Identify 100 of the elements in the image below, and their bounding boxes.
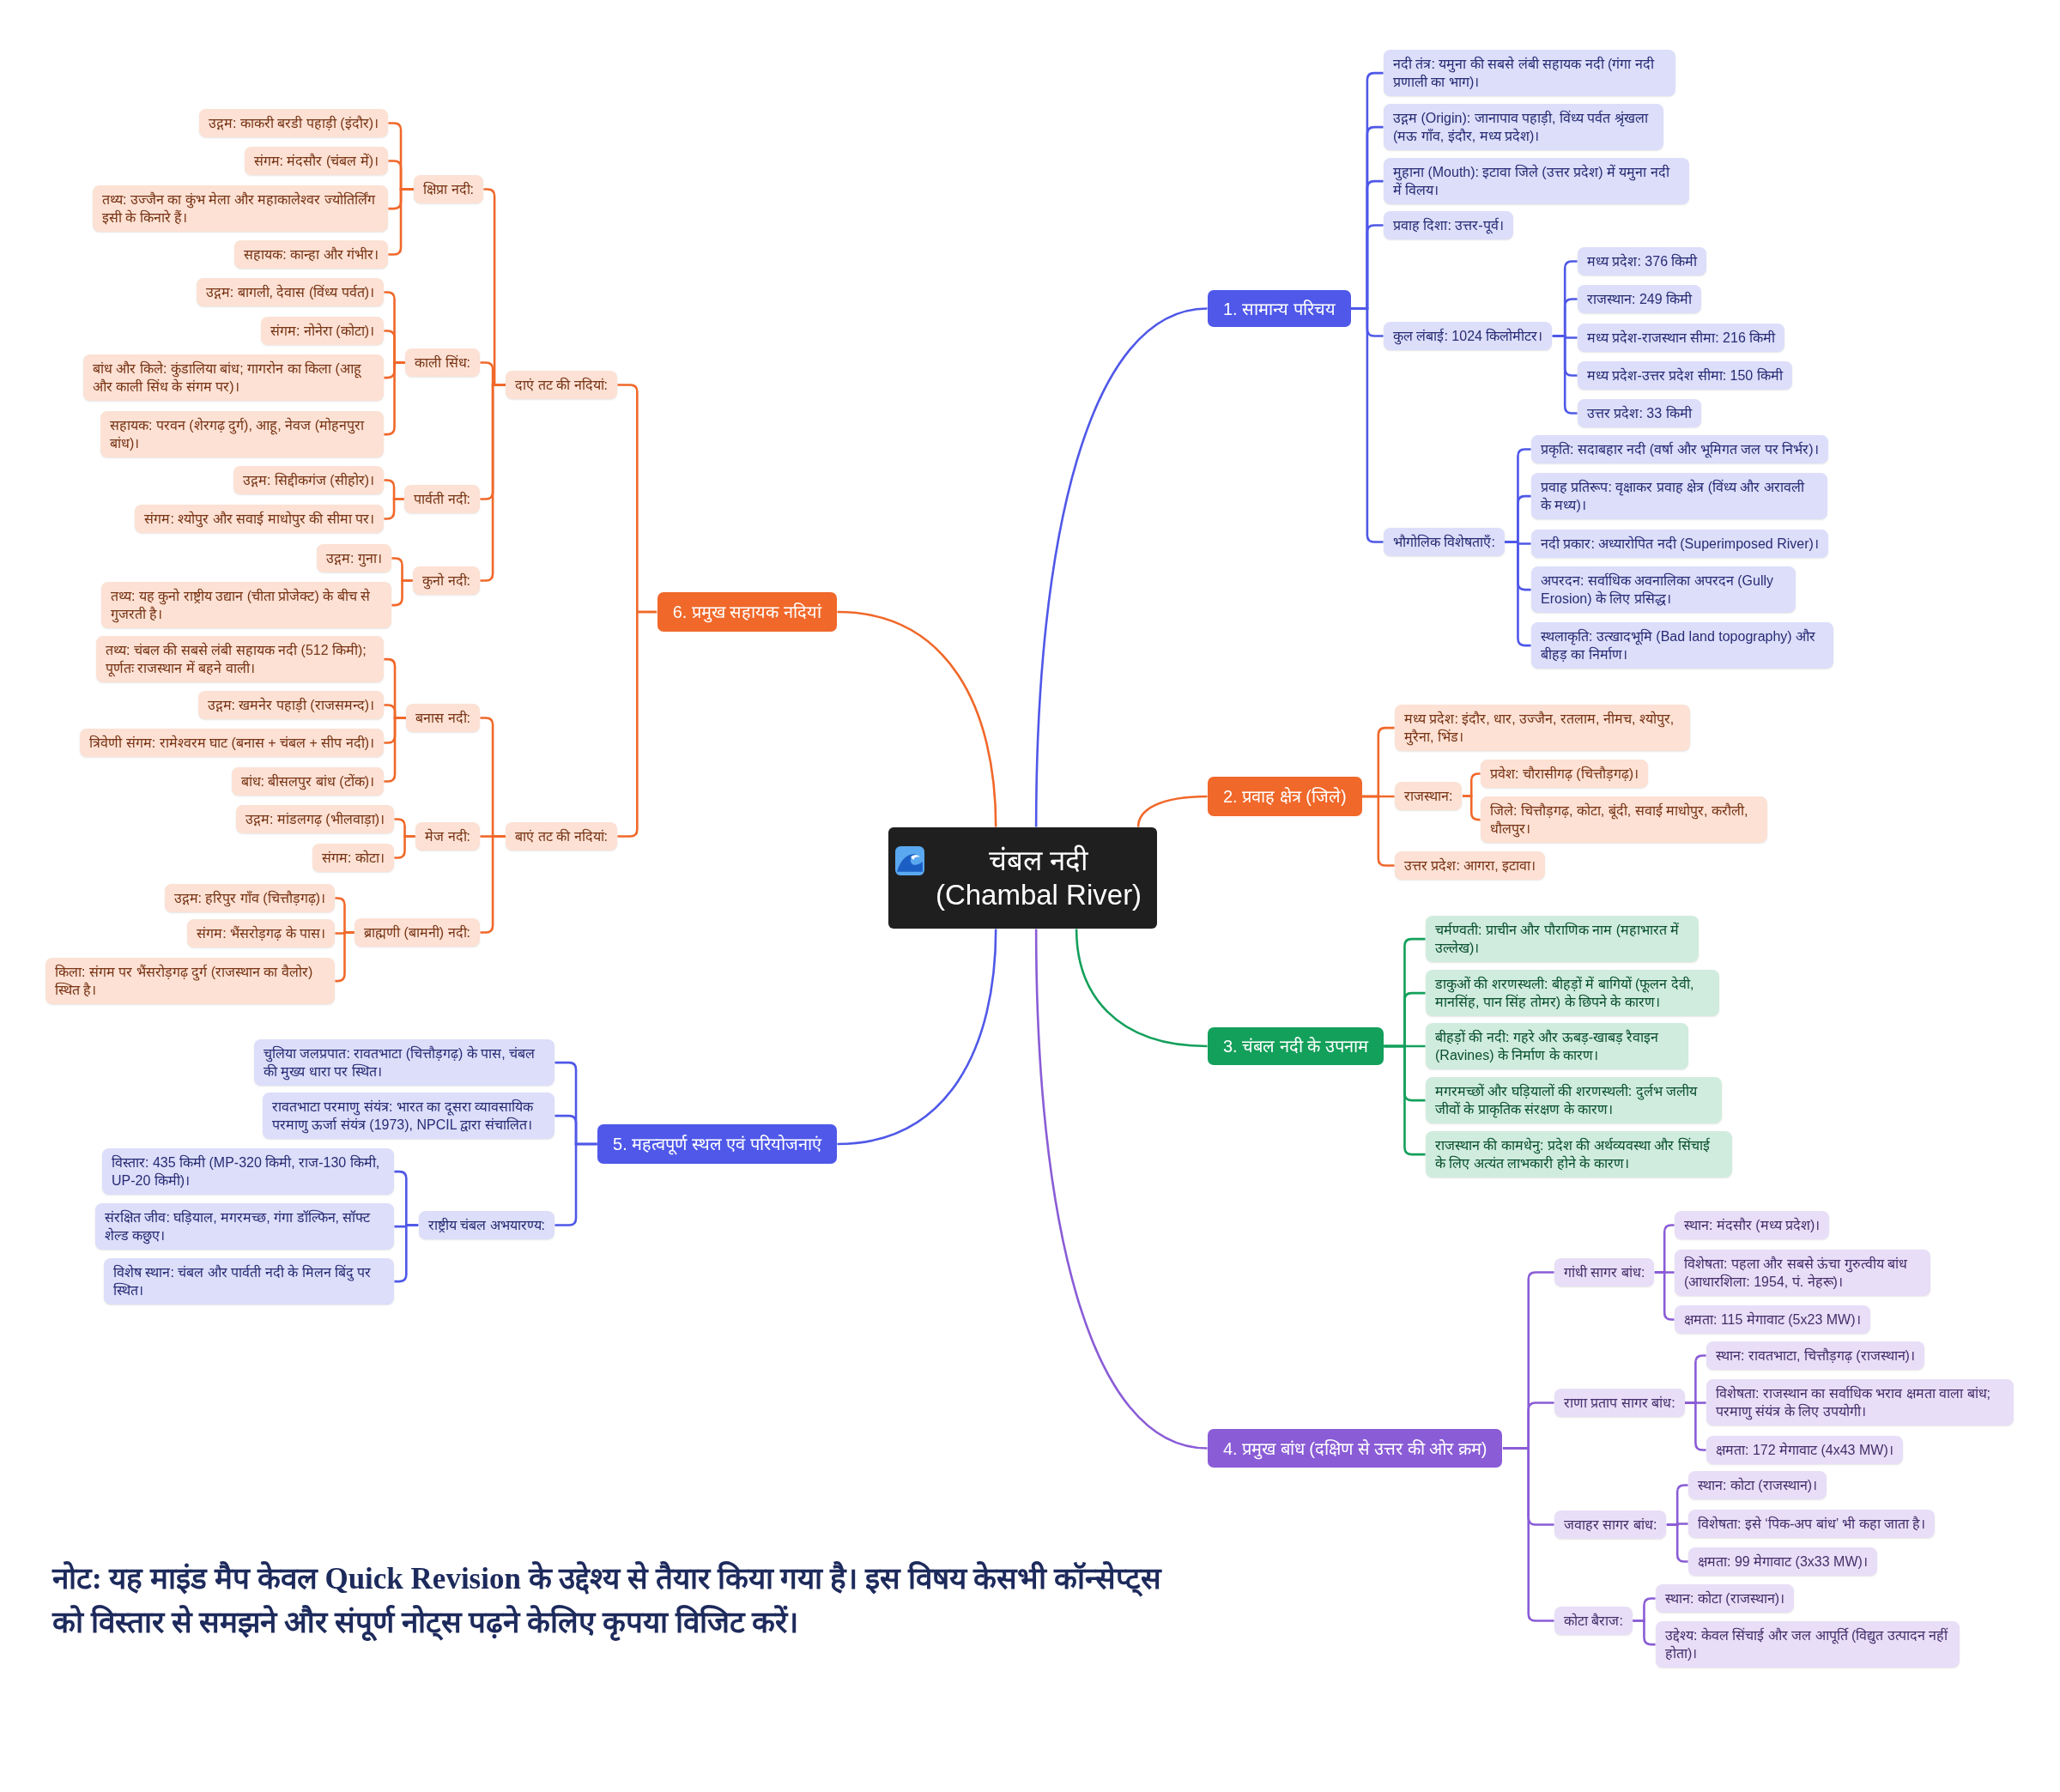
- topic-box: त्रिवेणी संगम: रामेश्वरम घाट (बनास + चंबल + सीप नदी)।: [80, 729, 384, 758]
- topic-box: राजस्थान:: [1395, 782, 1463, 811]
- topic-box: स्थान: मंदसौर (मध्य प्रदेश)।: [1675, 1211, 1830, 1240]
- topic-box: मुहाना (Mouth): इटावा जिले (उत्तर प्रदेश) में यमुना नदी में विलय।: [1384, 158, 1689, 205]
- topic-box: डाकुओं की शरणस्थली: बीहड़ों में बागियों (फूलन देवी, मानसिंह, पान सिंह तोमर) के छिपने के कारण।: [1426, 970, 1719, 1017]
- topic-box: सहायक: कान्हा और गंभीर।: [234, 240, 388, 269]
- topic-box: मेज नदी:: [415, 822, 480, 851]
- topic-box: उद्गम: गुना।: [317, 544, 391, 573]
- main-branch-box: 5. महत्वपूर्ण स्थल एवं परियोजनाएं: [597, 1124, 837, 1164]
- connector-line: [1685, 1402, 1706, 1451]
- topic-box: संगम: नोनेरा (कोटा)।: [261, 317, 384, 346]
- connector-line: [1136, 795, 1208, 827]
- topic-box: संगम: मंदसौर (चंबल में)।: [244, 147, 388, 176]
- topic-box: चर्मण्वती: प्राचीन और पौराणिक नाम (महाभारत में उल्लेख)।: [1426, 916, 1699, 963]
- topic-box: बाएं तट की नदियां:: [506, 822, 617, 851]
- topic-box: प्रवाह दिशा: उत्तर-पूर्व।: [1384, 211, 1513, 240]
- connector-line: [1075, 929, 1208, 1048]
- topic-box: दाएं तट की नदियां:: [506, 371, 617, 400]
- connector-line: [1384, 1044, 1426, 1156]
- topic-box: गांधी सागर बांध:: [1554, 1258, 1655, 1287]
- topic-box: उद्गम: सिद्दीकगंज (सीहोर)।: [233, 466, 384, 495]
- topic-box: काली सिंध:: [405, 348, 480, 378]
- topic-box: ब्राह्मणी (बामनी) नदी:: [354, 918, 480, 947]
- topic-box: स्थान: रावतभाटा, चित्तौड़गढ़ (राजस्थान)।: [1706, 1341, 1924, 1371]
- topic-box: क्षमता: 99 मेगावाट (3x33 MW)।: [1688, 1547, 1877, 1577]
- connector-line: [1666, 1523, 1688, 1563]
- topic-box: कुनो नदी:: [413, 566, 480, 596]
- topic-box: किला: संगम पर भैंसरोड़गढ़ दुर्ग (राजस्थान का वैलोर) स्थित है।: [45, 958, 335, 1005]
- topic-box: कोटा बैराज:: [1554, 1607, 1633, 1636]
- central-topic-box: [888, 827, 1157, 929]
- topic-box: राष्ट्रीय चंबल अभयारण्य:: [418, 1211, 554, 1240]
- connector-line: [391, 579, 413, 607]
- main-branch-box: 6. प्रमुख सहायक नदियां: [657, 592, 837, 632]
- connector-line: [617, 610, 657, 838]
- topic-box: नदी प्रकार: अध्यारोपित नदी (Superimposed River)।: [1531, 530, 1828, 559]
- topic-box: उद्देश्य: केवल सिंचाई और जल आपूर्ति (विद्युत उत्पादन नहीं होता)।: [1656, 1621, 1960, 1668]
- connector-line: [1633, 1619, 1656, 1646]
- topic-box: मध्य प्रदेश: इंदौर, धार, उज्जैन, रतलाम, नीमच, श्योपुर, मुरैना, भिंड।: [1395, 705, 1690, 752]
- connector-line: [394, 835, 415, 859]
- topic-box: पार्वती नदी:: [404, 485, 480, 514]
- main-branch-box: 2. प्रवाह क्षेत्र (जिले): [1208, 777, 1362, 816]
- topic-box: भौगोलिक विशेषताएँ:: [1384, 528, 1505, 557]
- topic-box: उद्गम: मांडलगढ़ (भीलवाड़ा)।: [236, 805, 394, 834]
- topic-box: उत्तर प्रदेश: 33 किमी: [1578, 399, 1701, 428]
- main-branch-box: 4. प्रमुख बांध (दक्षिण से उत्तर की ओर क्रम): [1208, 1429, 1503, 1468]
- main-branch-box: 3. चंबल नदी के उपनाम: [1208, 1027, 1384, 1065]
- topic-box: अपरदन: सर्वाधिक अवनालिका अपरदन (Gully Erosion) के लिए प्रसिद्ध।: [1531, 566, 1796, 614]
- topic-box: विशेषता: राजस्थान का सर्वाधिक भराव क्षमता वाला बांध; परमाणु संयंत्र के लिए उपयोगी।: [1706, 1379, 2014, 1426]
- topic-box: बांध और किले: कुंडालिया बांध; गागरोन का किला (आहू और काली सिंध के संगम पर)।: [83, 354, 384, 402]
- topic-box: संरक्षित जीव: घड़ियाल, मगरमच्छ, गंगा डॉल्फिन, सॉफ्ट शेल्ड कछुए।: [95, 1203, 394, 1250]
- topic-box: प्रवाह प्रतिरूप: वृक्षाकर प्रवाह क्षेत्र (विंध्य और अरावली के मध्य)।: [1531, 473, 1827, 520]
- topic-box: उद्गम: काकरी बरडी पहाड़ी (इंदौर)।: [199, 109, 388, 138]
- topic-box: क्षमता: 115 मेगावाट (5x23 MW)।: [1675, 1305, 1870, 1335]
- connector-line: [1034, 307, 1208, 827]
- topic-box: विशेषता: पहला और सबसे ऊंचा गुरुत्वीय बांध (आधारशिला: 1954, पं. नेहरू)।: [1675, 1250, 1930, 1297]
- topic-box: बांध: बीसलपुर बांध (टोंक)।: [231, 767, 384, 796]
- topic-box: विस्तार: 435 किमी (MP-320 किमी, राज-130 किमी, UP-20 किमी)।: [102, 1148, 394, 1196]
- connector-line: [480, 835, 506, 934]
- connector-line: [1462, 795, 1481, 821]
- topic-box: स्थलाकृति: उत्खादभूमि (Bad land topography) और बीहड़ का निर्माण।: [1531, 622, 1833, 669]
- topic-box: उद्गम: हरिपुर गाँव (चित्तौड़गढ़)।: [164, 884, 335, 913]
- topic-box: जवाहर सागर बांध:: [1554, 1510, 1667, 1540]
- topic-box: स्थान: कोटा (राजस्थान)।: [1656, 1584, 1794, 1613]
- topic-box: संगम: भैंसरोड़गढ़ के पास।: [187, 919, 335, 948]
- topic-box: क्षिप्रा नदी:: [414, 175, 483, 204]
- connector-line: [384, 498, 404, 520]
- topic-box: तथ्य: यह कुनो राष्ट्रीय उद्यान (चीता प्रोजेक्ट) के बीच से गुजरती है।: [101, 582, 391, 629]
- topic-box: बीहड़ों की नदी: गहरे और ऊबड़-खाबड़ रैवाइन (Ravines) के निर्माण के कारण।: [1426, 1023, 1688, 1070]
- topic-box: उद्गम: बागली, देवास (विंध्य पर्वत)।: [196, 278, 384, 307]
- topic-box: बनास नदी:: [406, 704, 480, 733]
- topic-box: मगरमच्छों और घड़ियालों की शरणस्थली: दुर्लभ जलीय जीवों के प्राकृतिक संरक्षण के कारण।: [1426, 1077, 1722, 1124]
- connector-line: [384, 717, 406, 783]
- connector-line: [1505, 541, 1531, 647]
- topic-box: स्थान: कोटा (राजस्थान)।: [1688, 1471, 1827, 1500]
- topic-box: उत्तर प्रदेश: आगरा, इटावा।: [1395, 851, 1546, 881]
- connector-line: [837, 610, 997, 827]
- connector-line: [388, 188, 414, 256]
- topic-box: मध्य प्रदेश-उत्तर प्रदेश सीमा: 150 किमी: [1578, 361, 1792, 390]
- topic-box: प्रकृति: सदाबहार नदी (वर्षा और भूमिगत जल पर निर्भर)।: [1531, 435, 1828, 464]
- topic-box: संगम: कोटा।: [312, 844, 394, 873]
- topic-box: विशेषता: इसे ‘पिक-अप बांध’ भी कहा जाता है।: [1688, 1510, 1936, 1539]
- topic-box: विशेष स्थान: चंबल और पार्वती नदी के मिलन बिंदु पर स्थित।: [104, 1258, 394, 1305]
- main-branch-box: 1. सामान्य परिचय: [1208, 290, 1351, 327]
- connector-line: [1654, 1271, 1675, 1321]
- topic-box: नदी तंत्र: यमुना की सबसे लंबी सहायक नदी (गंगा नदी प्रणाली का भाग)।: [1384, 50, 1675, 97]
- topic-box: राजस्थान की कामधेनु: प्रदेश की अर्थव्यवस्था और सिंचाई के लिए अत्यंत लाभकारी होने के कारण।: [1426, 1131, 1732, 1178]
- topic-box: प्रवेश: चौरासीगढ़ (चित्तौड़गढ़)।: [1481, 760, 1648, 789]
- topic-box: तथ्य: चंबल की सबसे लंबी सहायक नदी (512 किमी); पूर्णतः राजस्थान में बहने वाली।: [96, 636, 384, 683]
- connector-line: [837, 929, 997, 1146]
- topic-box: सहायक: परवन (शेरगढ़ दुर्ग), आहू, नेवज (मोहनपुरा बांध)।: [100, 411, 384, 458]
- topic-box: रावतभाटा परमाणु संयंत्र: भारत का दूसरा व्यावसायिक परमाणु ऊर्जा संयंत्र (1973), NPCIL द्वारा संचालित।: [263, 1093, 554, 1140]
- topic-box: राणा प्रताप सागर बांध:: [1554, 1389, 1685, 1418]
- topic-box: उद्गम (Origin): जानापाव पहाड़ी, विंध्य पर्वत श्रृंखला (मऊ गाँव, इंदौर, मध्य प्रदेश)।: [1384, 104, 1663, 151]
- connector-line: [1362, 795, 1395, 867]
- connector-line: [1552, 335, 1578, 415]
- topic-box: राजस्थान: 249 किमी: [1578, 285, 1702, 314]
- topic-box: संगम: श्योपुर और सवाई माधोपुर की सीमा पर।: [135, 505, 384, 534]
- topic-box: क्षमता: 172 मेगावाट (4x43 MW)।: [1706, 1436, 1903, 1465]
- topic-box: जिले: चित्तौड़गढ़, कोटा, बूंदी, सवाई माधोपुर, करौली, धौलपुर।: [1481, 796, 1767, 844]
- topic-box: तथ्य: उज्जैन का कुंभ मेला और महाकालेश्वर ज्योतिर्लिंग इसी के किनारे हैं।: [93, 185, 388, 233]
